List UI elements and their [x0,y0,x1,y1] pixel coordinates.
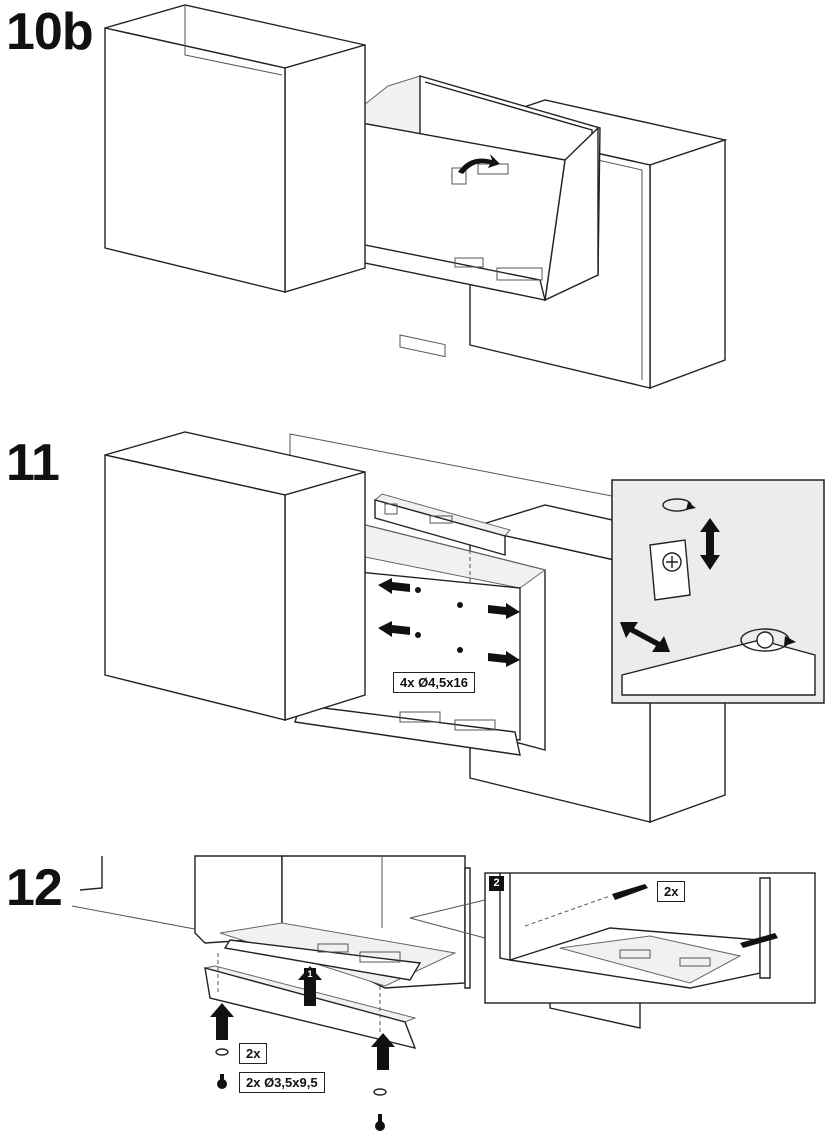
arrow-left-icon [378,578,410,594]
screw-spec-label: 2x Ø3,5x9,5 [239,1072,325,1093]
detail-screw-count-label: 2x [657,881,686,902]
left-wall-cabinet [104,4,366,293]
mounting-screws [378,578,520,667]
step-10b-illustration [104,4,728,390]
push-up-arrow-icon [210,1003,234,1040]
vertical-adjust-arrow-icon [700,518,720,570]
screw-washer-icon [373,1088,387,1131]
order-badge-2: 2 [489,876,504,891]
step-number-12: 12 [6,859,63,917]
step-number-11: 11 [6,434,60,492]
screw-icon [740,933,778,948]
screw-icon [612,884,648,900]
rotate-arrow-icon [686,502,696,510]
screw-count-label: 2x [239,1043,268,1064]
step-number-10b: 10b [6,3,94,61]
arrow-right-icon [488,651,520,667]
arrow-left-icon [378,621,410,637]
left-wall-cabinet [104,431,366,721]
depth-adjust-arrow-icon [620,622,670,652]
step-11-illustration [104,431,825,823]
screw-spec-label: 4x Ø4,5x16 [393,672,475,693]
order-badge-1: 1 [304,968,316,980]
screw-detail-box [484,872,816,1004]
rotate-arrow-icon [458,154,500,174]
arrow-right-icon [488,603,520,619]
extractor-hood-unit [289,75,601,358]
rotate-arrow-icon [784,636,796,646]
bracket-adjustment-detail [611,479,825,704]
screw-washer-icon [215,1048,229,1089]
spirit-level [373,493,511,556]
cabinet-bottom-view [71,855,641,1029]
push-up-arrow-icon [371,1033,395,1070]
step-12-illustration [71,855,816,1131]
